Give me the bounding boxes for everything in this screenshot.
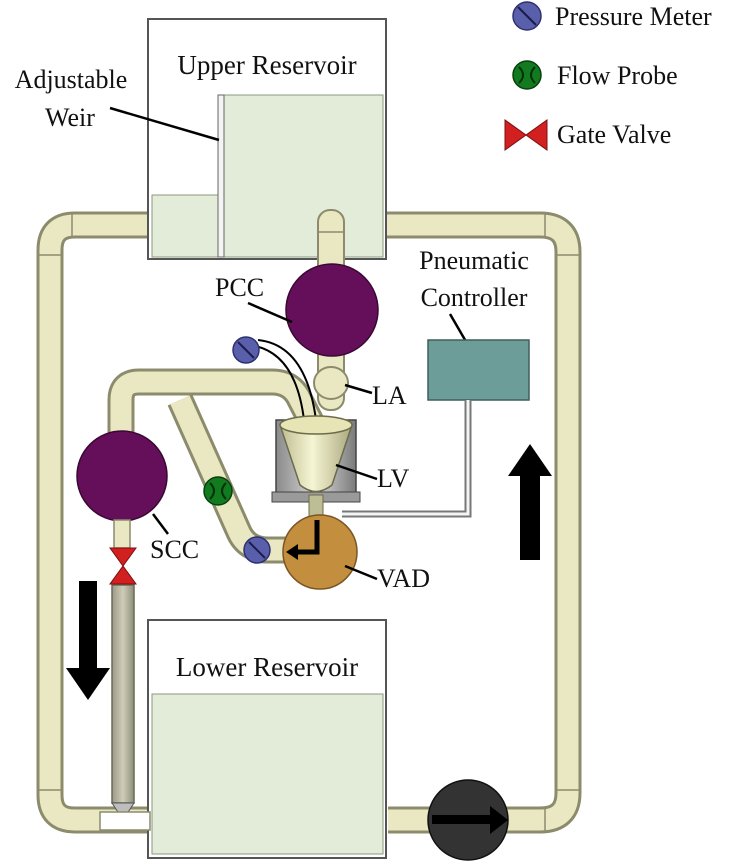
pcc-chamber: PCC [215,263,379,357]
flow-probe-icon [203,476,233,506]
adjustable-weir-callout: Adjustable Weir [15,65,220,142]
legend-pressure-meter-label: Pressure Meter [555,2,712,31]
left-atrium: LA [313,366,407,410]
scc-label: SCC [150,535,199,564]
adjustable-weir-label-line1: Adjustable [15,65,128,94]
la-label: LA [372,381,407,410]
pressure-meter-icon [243,536,271,564]
upper-reservoir: Upper Reservoir [147,18,387,260]
adjustable-weir-label-line2: Weir [45,103,95,132]
gate-valve-icon [504,119,548,151]
pneumatic-controller-label-line1: Pneumatic [419,246,529,275]
adjustable-weir-plate [217,94,225,258]
pressure-meter-icon [512,1,542,31]
pcc-label: PCC [215,273,264,302]
legend-gate-valve-label: Gate Valve [557,120,671,149]
vad-pump: VAD [282,514,430,593]
legend-flow-probe-label: Flow Probe [557,61,678,90]
flow-probe-icon [512,60,542,90]
return-pipe-to-lower-reservoir [99,584,151,831]
lower-reservoir-label: Lower Reservoir [176,652,358,682]
legend-gate-valve: Gate Valve [504,119,671,151]
gate-valve-icon [109,547,137,585]
upper-reservoir-label: Upper Reservoir [177,50,356,80]
lower-reservoir: Lower Reservoir [147,619,387,859]
legend-pressure-meter: Pressure Meter [512,1,712,31]
legend: Pressure Meter Flow Probe Gate Valve [504,1,712,151]
arterial-pipe [107,368,331,470]
vad-label: VAD [377,564,430,593]
flow-direction-arrow-icon [66,581,110,700]
pneumatic-controller-label-line2: Controller [421,283,528,312]
flow-direction-arrow-icon [508,444,552,560]
main-loop-pipe [36,211,582,834]
pneumatic-controller: Pneumatic Controller [342,246,530,518]
pump-icon [427,779,509,861]
left-ventricle: LV [271,415,409,520]
pressure-meter-icon [232,336,260,364]
legend-flow-probe: Flow Probe [512,60,678,90]
lv-label: LV [377,464,409,493]
pneumatic-controller-box [427,339,530,401]
scc-chamber: SCC [76,430,199,564]
